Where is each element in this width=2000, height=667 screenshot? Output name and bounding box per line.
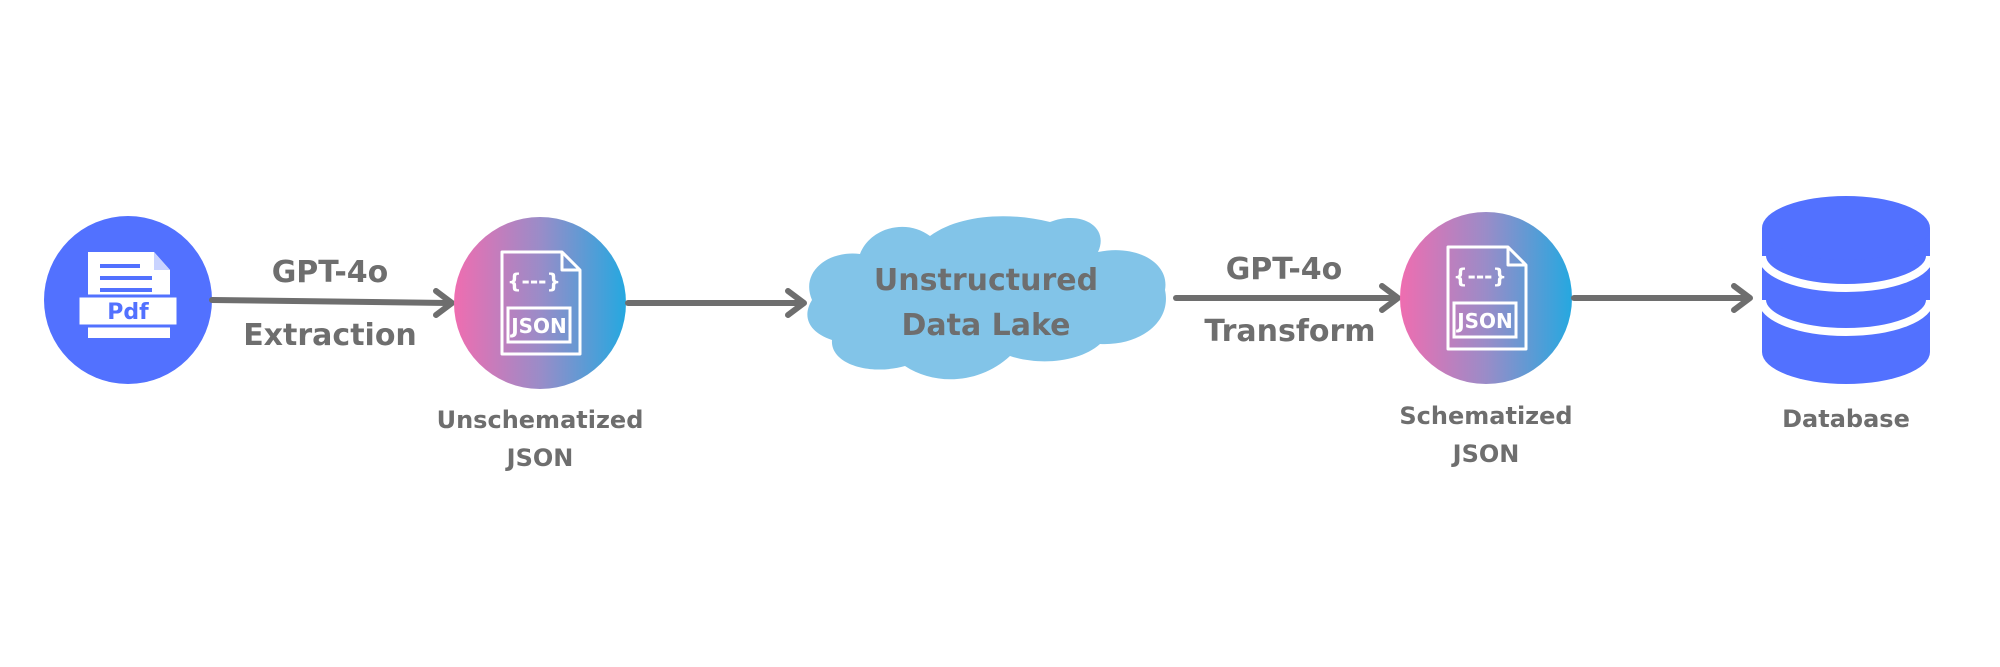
to-database-arrow [1571,283,1753,313]
json-glyph: {---} [1453,264,1506,288]
extraction-action-label: Extraction [243,318,417,353]
schematized-caption-line2: JSON [1451,440,1520,468]
database-caption: Database [1782,405,1910,433]
json-glyph: {---} [507,269,560,293]
unschematized-caption-line2: JSON [505,444,574,472]
lake-label-line1: Unstructured [874,263,1098,298]
json-file-icon: {---} JSON [500,250,582,356]
data-lake-node: Unstructured Data Lake [807,216,1166,380]
json-file-icon: {---} JSON [1446,245,1528,351]
schematized-caption-line1: Schematized [1399,402,1572,430]
json-badge: JSON [1455,309,1513,333]
unschematized-caption-line1: Unschematized [437,406,644,434]
database-icon [1758,196,1934,384]
lake-label-line2: Data Lake [901,308,1070,343]
transform-model-label: GPT-4o [1226,252,1343,287]
database-node: Database [1758,196,1934,433]
json-badge: JSON [509,314,567,338]
pdf-label: Pdf [107,300,149,325]
pdf-file-icon: Pdf [76,252,180,338]
pdf-node: Pdf [44,216,212,384]
schematized-json-node: {---} JSON Schematized JSON [1399,212,1573,468]
transform-arrow: GPT-4o Transform [1173,252,1401,349]
cloud-icon [807,216,1166,380]
transform-action-label: Transform [1204,314,1375,349]
to-lake-arrow [625,288,807,318]
extraction-model-label: GPT-4o [272,255,389,290]
unschematized-json-node: {---} JSON Unschematized JSON [437,217,644,472]
extraction-arrow: GPT-4o Extraction [209,255,455,353]
